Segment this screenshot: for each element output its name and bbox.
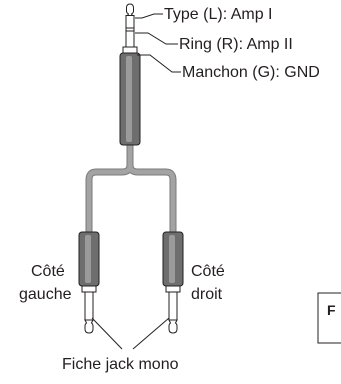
- ring-leader: [135, 32, 178, 45]
- y-cable: [85, 145, 177, 232]
- partial-box-letter: F: [327, 302, 336, 318]
- left-side-label-line2: gauche: [19, 286, 72, 303]
- callout-lines: [91, 13, 181, 350]
- right-side-label-line2: droit: [191, 286, 223, 303]
- right-side-label-line1: Côté: [191, 263, 225, 280]
- tip-leader: [135, 13, 163, 19]
- right-mono-plug: [162, 231, 184, 334]
- partial-box: F: [317, 292, 341, 344]
- ring-label: Ring (R): Amp II: [179, 36, 293, 53]
- left-side-label-line1: Côté: [31, 263, 65, 280]
- left-mono-plug: [78, 231, 100, 334]
- sleeve-label: Manchon (G): GND: [182, 64, 320, 81]
- plug-tip: [126, 3, 134, 16]
- mono-leader-left: [91, 317, 123, 350]
- mono-plugs-label: Fiche jack mono: [62, 356, 179, 373]
- sleeve-leader: [137, 54, 181, 73]
- tip-label: Type (L): Amp I: [164, 6, 272, 23]
- mono-leader-right: [132, 317, 170, 350]
- stereo-jack-plug: [119, 3, 141, 146]
